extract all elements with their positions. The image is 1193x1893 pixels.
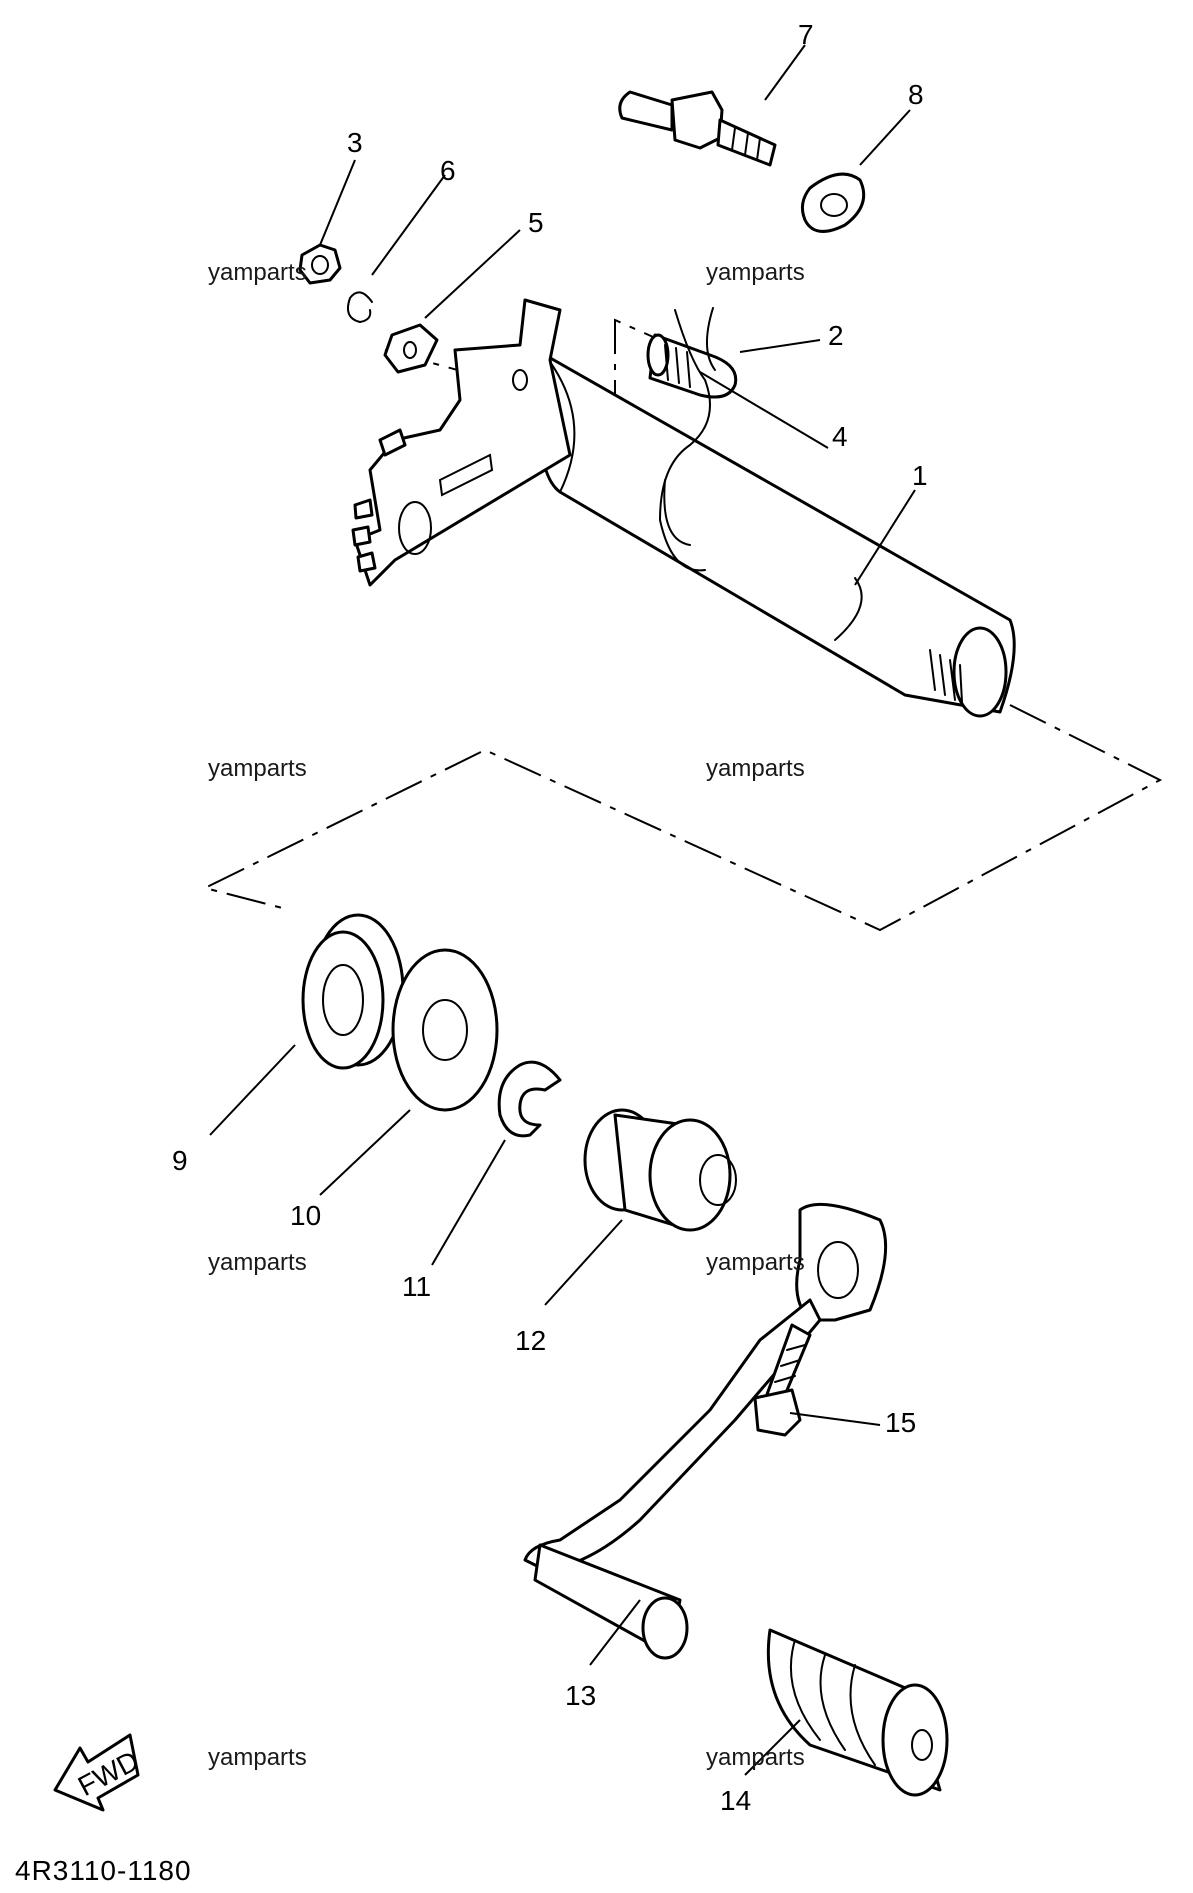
part-number-1: 1	[912, 460, 928, 491]
nut-part	[298, 243, 342, 285]
fwd-direction-marker: FWD	[53, 1733, 144, 1812]
lock-washer-part	[383, 323, 439, 374]
watermark-4: yamparts	[706, 755, 805, 782]
watermarks: yamparts yamparts yamparts yamparts yamp…	[208, 259, 805, 1771]
part-number-labels: 1 2 3 4 5 6 7 8 9 10 11 12 13 14 15	[172, 19, 928, 1816]
part-number-15: 15	[885, 1407, 916, 1438]
watermark-6: yamparts	[706, 1249, 805, 1276]
watermark-3: yamparts	[208, 755, 307, 782]
return-spring-part	[658, 307, 716, 572]
part-number-8: 8	[908, 79, 924, 110]
watermark-5: yamparts	[208, 1249, 307, 1276]
part-number-6: 6	[440, 155, 456, 186]
stopper-bolt-part	[646, 333, 738, 399]
e-clip-part	[497, 1060, 562, 1138]
washer-part	[800, 172, 866, 233]
watermark-8: yamparts	[706, 1744, 805, 1771]
pinch-bolt-part	[753, 1323, 812, 1437]
part-number-5: 5	[528, 207, 544, 238]
assembly-guide-lines	[202, 318, 1163, 932]
part-number-12: 12	[515, 1325, 546, 1356]
part-number-11: 11	[402, 1271, 431, 1302]
circlip-part	[347, 291, 373, 324]
part-number-2: 2	[828, 320, 844, 351]
part-number-9: 9	[172, 1145, 188, 1176]
part-number-4: 4	[832, 421, 848, 452]
part-number-10: 10	[290, 1200, 321, 1231]
leader-lines	[209, 44, 916, 1776]
shift-pedal-part	[523, 1202, 888, 1660]
oil-seal-part	[301, 913, 405, 1070]
drawing-code: 4R3110-1180	[15, 1855, 192, 1886]
flat-washer-part	[391, 948, 499, 1112]
part-number-14: 14	[720, 1785, 751, 1816]
part-number-7: 7	[798, 19, 814, 50]
watermark-7: yamparts	[208, 1744, 307, 1771]
collar-part	[583, 1108, 737, 1232]
part-number-13: 13	[565, 1680, 596, 1711]
watermark-1: yamparts	[208, 259, 307, 286]
part-number-3: 3	[347, 127, 363, 158]
watermark-2: yamparts	[706, 259, 805, 286]
pedal-rubber-part	[766, 1628, 949, 1797]
shift-shaft-part	[351, 298, 1016, 718]
stud-pin-part	[618, 90, 777, 167]
